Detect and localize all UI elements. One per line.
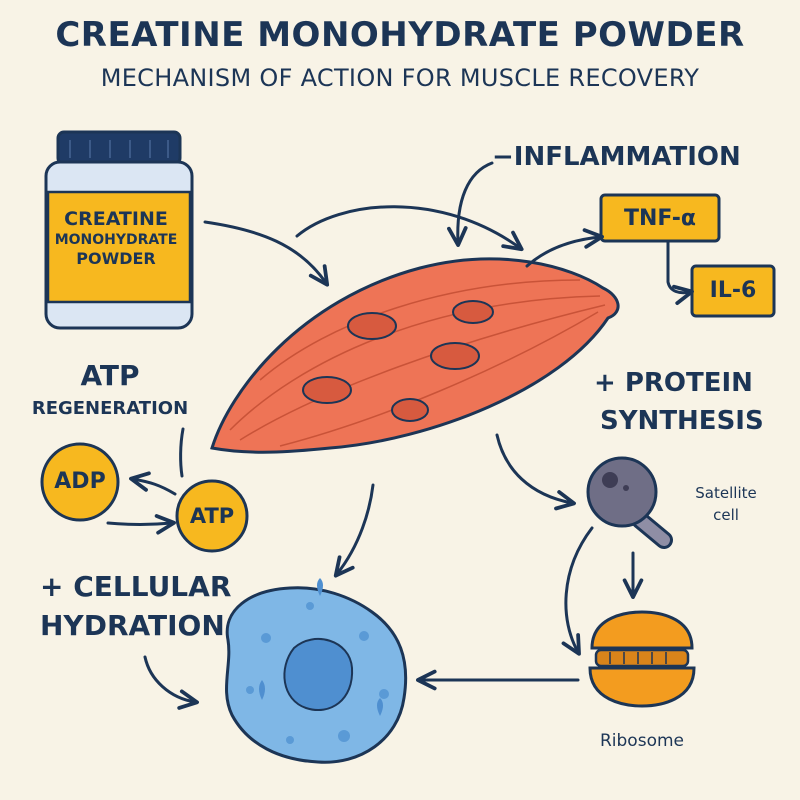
arrow-muscle-to-hydration — [333, 483, 375, 578]
inflammation-heading: −INFLAMMATION — [492, 142, 741, 172]
satellite-cell — [586, 456, 673, 549]
il6-label: IL-6 — [709, 278, 757, 303]
protein-heading: + PROTEIN — [594, 368, 753, 398]
atp-heading: ATP — [80, 359, 140, 392]
ribosome — [588, 610, 696, 708]
cellular-heading: + CELLULAR — [40, 570, 232, 603]
arrows — [106, 161, 694, 710]
tnf-alpha-box — [599, 193, 721, 243]
regeneration-heading: REGENERATION — [31, 398, 189, 419]
jar-label-text: CREATINE MONOHYDRATE POWDER — [50, 208, 182, 269]
arrow-muscle-to-satellite — [495, 433, 576, 511]
arrow-satellite-to-ribosome-curve — [561, 526, 594, 656]
muscle-tissue — [210, 257, 620, 454]
arrow-jar-to-muscle — [203, 220, 330, 287]
page-title: CREATINE MONOHYDRATE POWDER — [55, 15, 745, 55]
satellite-cell-label-line1: Satellite — [695, 484, 757, 502]
jar-label-line2: MONOHYDRATE — [54, 231, 178, 248]
atp-label: ATP — [189, 504, 235, 528]
adp-label: ADP — [54, 469, 106, 494]
arrow-hydration-label-to-cell — [143, 655, 199, 710]
line-atp-regeneration — [179, 427, 185, 478]
arrow-to-tnf — [525, 228, 604, 268]
hydration-heading: HYDRATION — [40, 609, 225, 642]
arrow-atp-to-adp — [129, 471, 177, 496]
jar-label-line3: POWDER — [76, 249, 156, 269]
ribosome-label: Ribosome — [599, 731, 684, 751]
page-subtitle: MECHANISM OF ACTION FOR MUSCLE RECOVERY — [100, 64, 700, 92]
tnf-alpha-label: TNF-α — [623, 206, 696, 231]
arrow-adp-to-atp — [106, 514, 176, 535]
arrow-muscle-to-inflammation — [295, 205, 524, 252]
satellite-cell-label-line2: cell — [713, 506, 739, 524]
arrow-tnf-to-il6 — [666, 240, 694, 306]
synthesis-heading: SYNTHESIS — [600, 406, 764, 436]
hydrated-cell — [225, 578, 408, 764]
arrow-inflammation-to-muscle — [447, 161, 494, 247]
creatine-jar — [44, 130, 194, 330]
jar-label-line1: CREATINE — [64, 208, 168, 230]
jar-lid — [56, 130, 182, 166]
jar-label-panel — [46, 190, 192, 304]
adp-circle — [40, 442, 120, 522]
atp-circle — [175, 479, 249, 553]
